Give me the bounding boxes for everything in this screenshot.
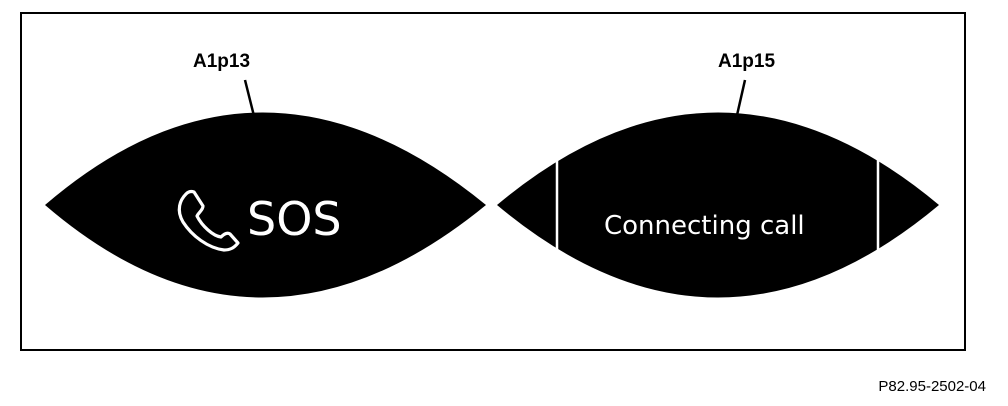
sos-label: SOS	[247, 192, 342, 246]
figure-reference: P82.95-2502-04	[878, 378, 986, 395]
call-display	[497, 112, 939, 298]
call-status-text: Connecting call	[604, 211, 805, 241]
frame	[20, 12, 966, 351]
phone-handset-icon	[177, 190, 240, 252]
callout-label-right: A1p15	[718, 51, 775, 72]
callout-label-left: A1p13	[193, 51, 250, 72]
sos-display[interactable]	[45, 112, 486, 298]
